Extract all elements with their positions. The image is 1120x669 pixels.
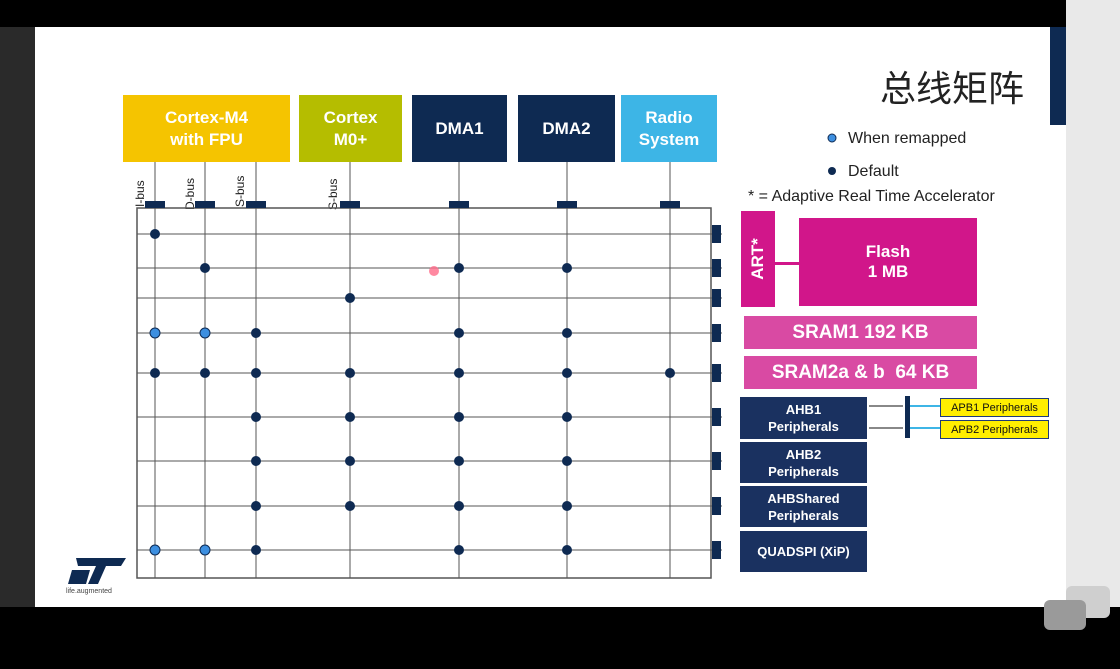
slave-port-flash_ibus [712,225,721,243]
legend-art-note: * = Adaptive Real Time Accelerator [748,188,995,205]
bus-port-ibus [145,201,165,208]
slave-sram1: SRAM1 192 KB [744,316,977,349]
dot-default-sbus_m0-sram2 [345,368,355,378]
master-cortex-m0: Cortex M0+ [299,95,402,162]
dot-default-dma2-sram1 [562,328,572,338]
dot-default-dma1-ahb1 [454,412,464,422]
dot-default-dma2-flash_dbus [562,263,572,273]
dot-default-dma2-ahb1 [562,412,572,422]
player-side-strip [1066,0,1120,669]
chat-bubble-icon[interactable] [1042,586,1112,636]
slave-flash: Flash 1 MB [799,218,977,306]
pointer-dot [429,266,439,276]
slave-port-sram1 [712,324,721,342]
bus-port-dma2 [557,201,577,208]
dot-default-dma2-ahbshared [562,501,572,511]
st-logo [68,558,126,584]
dot-default-sbus_m0-ahbshared [345,501,355,511]
dot-default-sbus_m4-quadspi [251,545,261,555]
legend-remapped-label: When remapped [848,130,967,147]
st-logo-tagline: life.augmented [66,588,112,595]
slide-edge-accent [1050,27,1066,125]
slave-sram2: SRAM2a & b 64 KB [744,356,977,389]
video-top-bar [0,0,1120,27]
legend-default-label: Default [848,163,899,180]
slave-port-quadspi [712,541,721,559]
dot-default-dbus-flash_dbus [200,263,210,273]
master-dma2: DMA2 [518,95,615,162]
dot-default-dma2-ahb2 [562,456,572,466]
dot-remap-ibus-sram1 [149,327,161,339]
slave-art: ART* [741,211,775,307]
bus-port-dbus [195,201,215,208]
slave-ahb1: AHB1 Peripherals [740,397,867,439]
dot-default-ibus-sram2 [150,368,160,378]
dot-default-radio-sram2 [665,368,675,378]
slave-quadspi: QUADSPI (XiP) [740,531,867,572]
bus-port-dma1 [449,201,469,208]
slave-art-label: ART* [748,238,767,280]
dot-default-ibus-flash_ibus [150,229,160,239]
slave-port-flash_sbus [712,289,721,307]
legend-default-dot [828,167,836,175]
art-flash-link [775,262,799,265]
slave-ahbshared: AHBShared Peripherals [740,486,867,527]
legend-remapped-dot [827,133,837,143]
master-cortex-m4: Cortex-M4 with FPU [123,95,290,162]
apb1-peripherals: APB1 Peripherals [940,398,1049,417]
apb2-peripherals: APB2 Peripherals [940,420,1049,439]
bus-port-radio [660,201,680,208]
dot-default-sbus_m4-ahb2 [251,456,261,466]
dot-remap-ibus-quadspi [149,544,161,556]
dot-default-sbus_m4-ahbshared [251,501,261,511]
bus-port-sbus_m0 [340,201,360,208]
dot-default-dma1-quadspi [454,545,464,555]
dot-remap-dbus-quadspi [199,544,211,556]
dot-default-dma1-flash_dbus [454,263,464,273]
slave-port-flash_dbus [712,259,721,277]
dot-default-sbus_m0-ahb1 [345,412,355,422]
master-dma1: DMA1 [412,95,507,162]
dot-default-dma2-quadspi [562,545,572,555]
slave-port-ahb2 [712,452,721,470]
dot-default-dma2-sram2 [562,368,572,378]
slide-title: 总线矩阵 [880,69,1025,110]
slave-ahb2: AHB2 Peripherals [740,442,867,483]
dot-default-dma1-sram1 [454,328,464,338]
dot-default-sbus_m4-sram2 [251,368,261,378]
slave-port-ahb1 [712,408,721,426]
dot-default-sbus_m4-sram1 [251,328,261,338]
dot-default-sbus_m0-ahb2 [345,456,355,466]
dot-default-dbus-sram2 [200,368,210,378]
bus-port-sbus_m4 [246,201,266,208]
dot-remap-dbus-sram1 [199,327,211,339]
dot-default-sbus_m0-flash_sbus [345,293,355,303]
dot-default-dma1-ahb2 [454,456,464,466]
video-bottom-bar [0,607,1120,669]
dot-default-sbus_m4-ahb1 [251,412,261,422]
slave-port-sram2 [712,364,721,382]
slave-port-ahbshared [712,497,721,515]
dot-default-dma1-sram2 [454,368,464,378]
matrix-frame [136,207,712,579]
dot-default-dma1-ahbshared [454,501,464,511]
apb-bridge-lines [869,396,940,438]
master-radio-system: Radio System [621,95,717,162]
